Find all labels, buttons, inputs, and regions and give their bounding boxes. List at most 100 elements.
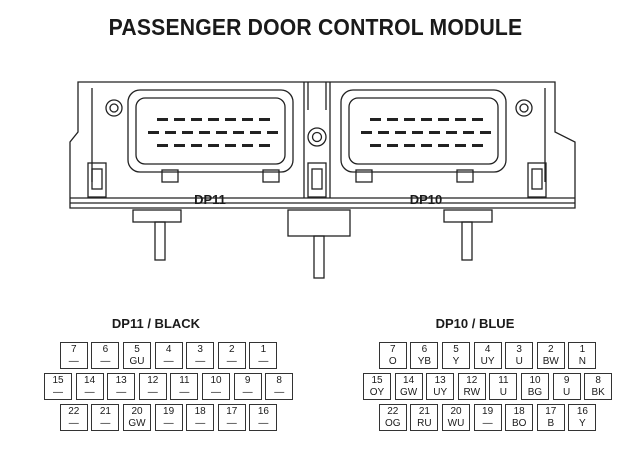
pin-number: 19 — [482, 406, 494, 417]
wire-color-code: N — [578, 356, 586, 367]
wire-color-code: UY — [480, 356, 495, 367]
pin-number: 21 — [99, 406, 111, 417]
wire-color-code: — — [226, 418, 237, 429]
pin-cell: 17— — [217, 404, 246, 431]
socket-pin-slot — [370, 118, 381, 121]
side-clip-left — [87, 162, 107, 198]
wire-color-code: — — [179, 387, 190, 398]
socket-pin-slot — [199, 131, 210, 134]
pin-number: 22 — [387, 406, 399, 417]
wire-color-code: BO — [511, 418, 527, 429]
wire-color-code: — — [147, 387, 158, 398]
pin-cell: 4— — [154, 342, 183, 369]
wire-color-code: — — [68, 356, 79, 367]
side-clip-right — [527, 162, 547, 198]
pin-cell: 16— — [249, 404, 278, 431]
wire-color-code: — — [163, 418, 174, 429]
wire-color-code: — — [258, 356, 269, 367]
pin-number: 1 — [260, 344, 267, 355]
wire-color-code: — — [68, 418, 79, 429]
post-right-base — [443, 209, 493, 223]
pin-number: 9 — [563, 375, 570, 386]
pin-number: 16 — [257, 406, 269, 417]
pin-cell: 13— — [107, 373, 136, 400]
wire-color-code: Y — [452, 356, 460, 367]
pin-number: 8 — [595, 375, 601, 386]
socket-pin-slot — [412, 131, 423, 134]
pin-cell: 8— — [265, 373, 294, 400]
pin-number: 22 — [68, 406, 80, 417]
pin-cell: 9— — [233, 373, 262, 400]
pin-cell: 19— — [154, 404, 183, 431]
pin-number: 8 — [276, 375, 282, 386]
pin-number: 20 — [450, 406, 462, 417]
socket-pin-slot — [429, 131, 440, 134]
wire-color-code: U — [515, 356, 523, 367]
wire-color-code: WU — [447, 418, 465, 429]
socket-pin-slot — [174, 118, 185, 121]
pin-number: 4 — [484, 344, 491, 355]
wire-color-code: B — [547, 418, 555, 429]
dp11-socket-pins — [148, 118, 278, 147]
socket-pin-slot — [387, 118, 398, 121]
dp11-drawing-label: DP11 — [194, 192, 226, 207]
pin-number: 4 — [165, 344, 172, 355]
dp10-socket-pins — [361, 118, 491, 147]
pin-cell: 22— — [59, 404, 88, 431]
socket-pin-slot — [361, 131, 372, 134]
wire-color-code: U — [562, 387, 571, 398]
socket-pin-slot — [242, 118, 253, 121]
socket-pin-slot — [259, 118, 270, 121]
pin-number: 20 — [131, 406, 143, 417]
wire-color-code: — — [195, 418, 206, 429]
wire-color-code: GU — [129, 356, 145, 367]
pin-number: 15 — [52, 375, 64, 386]
socket-pin-slot — [480, 131, 491, 134]
wire-color-code: UY — [433, 387, 448, 398]
socket-pin-slot — [446, 131, 457, 134]
pin-number: 18 — [513, 406, 525, 417]
pin-number: 10 — [529, 375, 541, 386]
pin-number: 16 — [576, 406, 588, 417]
pin-cell: 18— — [186, 404, 215, 431]
post-left-base — [132, 209, 182, 223]
socket-pin-slot — [267, 131, 278, 134]
wire-color-code: RU — [417, 418, 432, 429]
socket-pin-slot — [191, 144, 202, 147]
socket-pin-slot — [370, 144, 381, 147]
pin-number: 3 — [197, 344, 203, 355]
wire-color-code: — — [163, 356, 174, 367]
wire-color-code: — — [53, 387, 63, 398]
pin-number: 14 — [84, 375, 96, 386]
socket-pin-slot — [472, 144, 483, 147]
pin-number: 6 — [421, 344, 428, 355]
pin-number: 3 — [516, 344, 522, 355]
pin-number: 17 — [545, 406, 557, 417]
center-screw — [307, 127, 327, 147]
socket-pin-slot — [216, 131, 227, 134]
pin-number: 14 — [403, 375, 415, 386]
dp11-title: DP11 / BLACK — [111, 316, 201, 331]
wire-color-code: RW — [463, 387, 481, 398]
socket-pin-slot — [404, 144, 415, 147]
wire-color-code: OG — [385, 418, 401, 429]
pin-number: 19 — [163, 406, 175, 417]
socket-pin-slot — [208, 144, 219, 147]
pin-number: 11 — [179, 375, 190, 386]
pin-number: 5 — [453, 344, 459, 355]
